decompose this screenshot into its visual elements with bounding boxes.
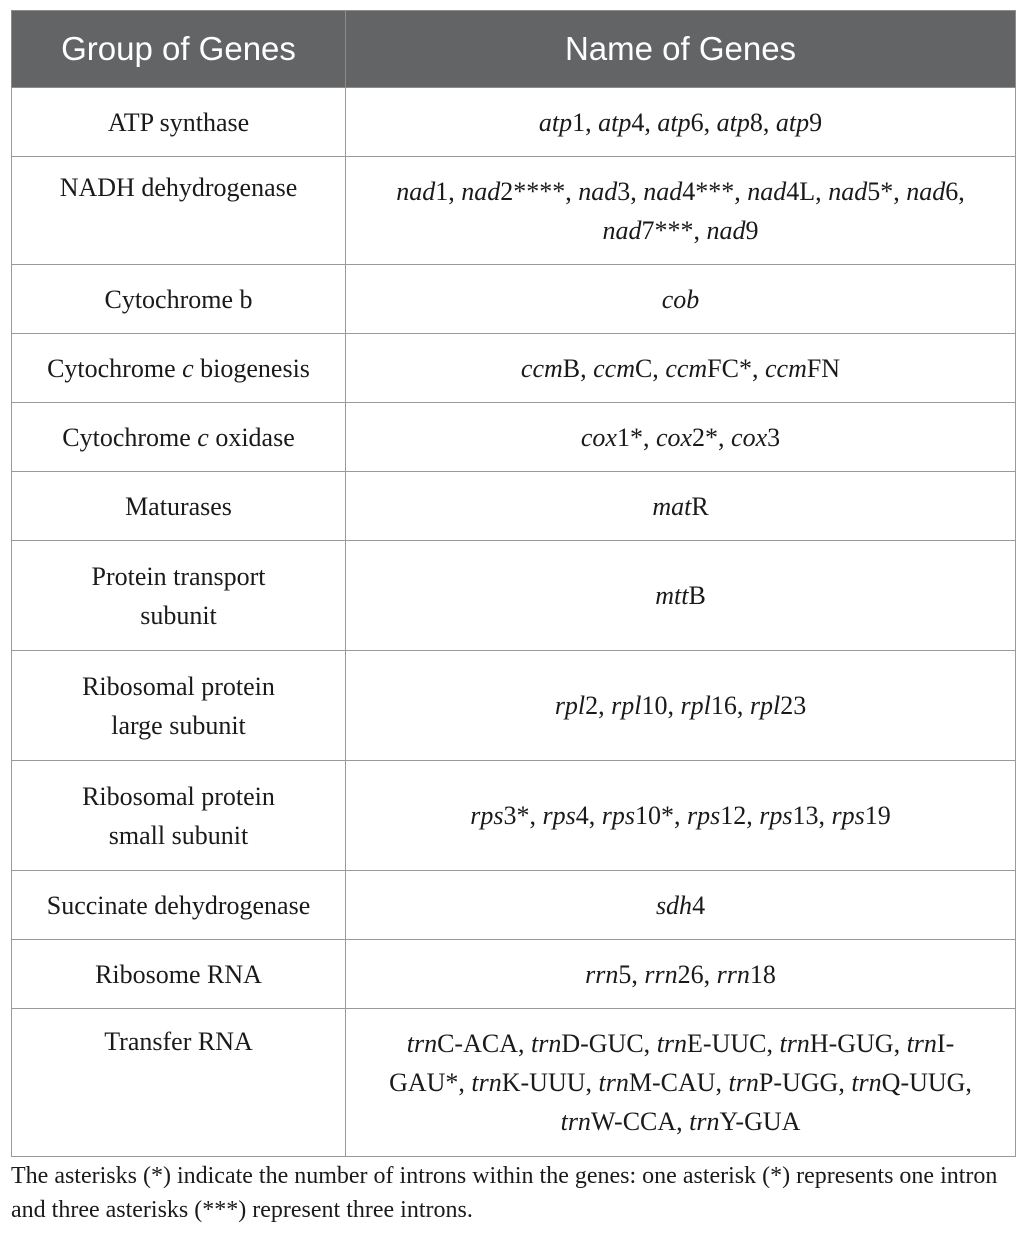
header-group-of-genes: Group of Genes	[11, 10, 346, 88]
genes-cell: ccmB, ccmC, ccmFC*, ccmFN	[345, 333, 1016, 403]
genes-cell: trnC-ACA, trnD-GUC, trnE-UUC, trnH-GUG, …	[345, 1008, 1016, 1157]
genes-cell: cob	[345, 264, 1016, 334]
gene-table: Group of Genes Name of Genes ATP synthas…	[11, 10, 1016, 1157]
table-row: Ribosomal protein large subunit rpl2, rp…	[11, 650, 1016, 761]
footnote: The asterisks (*) indicate the number of…	[11, 1163, 998, 1223]
table-row: Ribosomal protein small subunit rps3*, r…	[11, 760, 1016, 871]
group-cell: Cytochrome c oxidase	[11, 402, 346, 472]
table-row: Cytochrome b cob	[11, 264, 1016, 334]
group-cell: Ribosome RNA	[11, 939, 346, 1009]
table-row: Ribosome RNA rrn5, rrn26, rrn18	[11, 939, 1016, 1009]
table-row: Transfer RNA trnC-ACA, trnD-GUC, trnE-UU…	[11, 1008, 1016, 1157]
group-cell: Cytochrome b	[11, 264, 346, 334]
table-row: Cytochrome c oxidase cox1*, cox2*, cox3	[11, 402, 1016, 472]
group-cell: Maturases	[11, 471, 346, 541]
group-cell: Protein transport subunit	[11, 540, 346, 651]
group-cell: Ribosomal protein small subunit	[11, 760, 346, 871]
group-cell: Cytochrome c biogenesis	[11, 333, 346, 403]
genes-cell: mttB	[345, 540, 1016, 651]
table-row: ATP synthase atp1, atp4, atp6, atp8, atp…	[11, 87, 1016, 157]
genes-cell: atp1, atp4, atp6, atp8, atp9	[345, 87, 1016, 157]
group-cell: Ribosomal protein large subunit	[11, 650, 346, 761]
table-row: Maturases matR	[11, 471, 1016, 541]
table-row: Succinate dehydrogenase sdh4	[11, 870, 1016, 940]
group-cell: Transfer RNA	[11, 1008, 346, 1157]
genes-cell: rpl2, rpl10, rpl16, rpl23	[345, 650, 1016, 761]
group-cell: Succinate dehydrogenase	[11, 870, 346, 940]
table-header-row: Group of Genes Name of Genes	[11, 10, 1016, 88]
table-row: Protein transport subunit mttB	[11, 540, 1016, 651]
table-row: Cytochrome c biogenesis ccmB, ccmC, ccmF…	[11, 333, 1016, 403]
genes-cell: matR	[345, 471, 1016, 541]
table-row: NADH dehydrogenase nad1, nad2****, nad3,…	[11, 156, 1016, 265]
genes-cell: sdh4	[345, 870, 1016, 940]
header-name-of-genes: Name of Genes	[345, 10, 1016, 88]
genes-cell: nad1, nad2****, nad3, nad4***, nad4L, na…	[345, 156, 1016, 265]
group-cell: NADH dehydrogenase	[11, 156, 346, 265]
genes-cell: cox1*, cox2*, cox3	[345, 402, 1016, 472]
genes-cell: rps3*, rps4, rps10*, rps12, rps13, rps19	[345, 760, 1016, 871]
genes-cell: rrn5, rrn26, rrn18	[345, 939, 1016, 1009]
group-cell: ATP synthase	[11, 87, 346, 157]
